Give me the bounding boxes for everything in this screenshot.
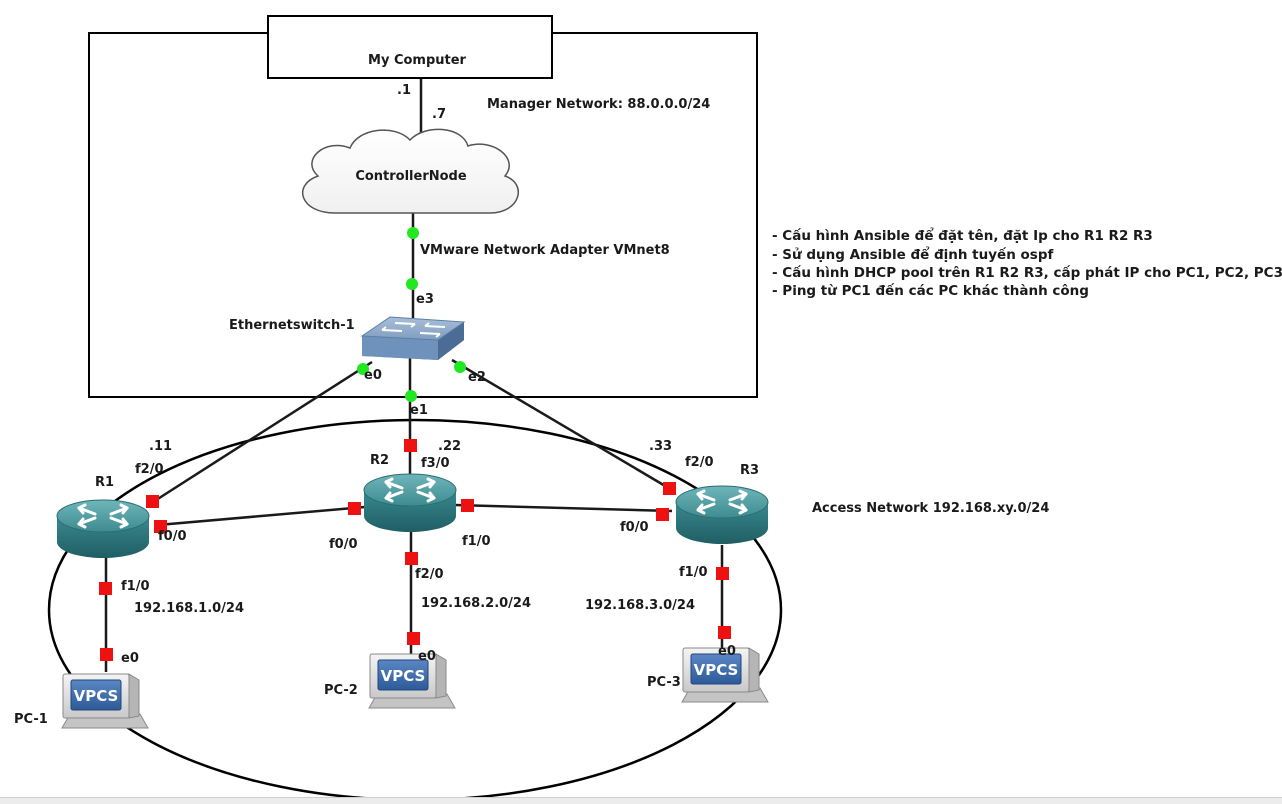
switch-label: Ethernetswitch-1: [229, 318, 355, 333]
pc-1[interactable]: VPCS: [61, 673, 149, 729]
sw-e0-label: e0: [364, 368, 382, 383]
port-r3-f0-0: [656, 508, 669, 521]
r2-f0-0-label: f0/0: [329, 537, 358, 552]
link-switch-r1: [152, 360, 373, 504]
port-sw-e3: [406, 278, 418, 290]
link-switch-r3: [451, 358, 673, 492]
r2-f3-0-label: f3/0: [421, 456, 450, 471]
r3-f2-0-label: f2/0: [685, 455, 714, 470]
my-computer-node[interactable]: [267, 15, 553, 79]
r1-f2-0-label: f2/0: [135, 462, 164, 477]
net1-label: 192.168.1.0/24: [134, 601, 244, 616]
pc2-e0-label: e0: [418, 649, 436, 664]
my-computer-label: My Computer: [368, 53, 467, 68]
port-sw-e2: [454, 361, 466, 373]
sw-e2-label: e2: [468, 370, 486, 385]
pc3-vpcs-text: VPCS: [694, 661, 739, 679]
controller-node[interactable]: [301, 128, 520, 214]
port-pc1-e0: [100, 648, 113, 661]
pc-2[interactable]: VPCS: [368, 653, 456, 709]
note-line: - Cấu hình Ansible để đặt tên, đặt Ip ch…: [772, 227, 1153, 244]
manager-network-label: Manager Network: 88.0.0.0/24: [487, 97, 710, 112]
ip-mycomputer: .1: [397, 83, 411, 98]
net2-label: 192.168.2.0/24: [421, 596, 531, 611]
r3-label: R3: [740, 463, 759, 478]
link-r2-r3: [454, 503, 673, 513]
ip-r1: .11: [149, 439, 172, 454]
net3-label: 192.168.3.0/24: [585, 598, 695, 613]
access-network-label: Access Network 192.168.xy.0/24: [812, 501, 1049, 516]
port-r1-f2-0: [146, 495, 159, 508]
sw-e1-label: e1: [410, 403, 428, 418]
router-r3[interactable]: [674, 484, 770, 546]
r1-f0-0-label: f0/0: [158, 529, 187, 544]
pc1-vpcs-text: VPCS: [74, 687, 119, 705]
port-r2-f2-0: [405, 552, 418, 565]
ports-down: [99, 439, 731, 661]
port-r3-f2-0: [663, 482, 676, 495]
r2-f2-0-label: f2/0: [415, 567, 444, 582]
ethernet-switch-1[interactable]: [360, 316, 466, 360]
sw-e3-label: e3: [416, 292, 434, 307]
pc2-label: PC-2: [324, 683, 358, 698]
router-r1[interactable]: [55, 498, 151, 560]
pc2-vpcs-text: VPCS: [381, 667, 426, 685]
port-sw-e0: [357, 363, 369, 375]
bottom-scroll-strip: [0, 797, 1282, 804]
pc3-label: PC-3: [647, 675, 681, 690]
port-sw-e1: [405, 390, 417, 402]
note-line: - Ping từ PC1 đến các PC khác thành công: [772, 282, 1089, 299]
cloud-icon: [301, 128, 520, 214]
note-line: - Cấu hình DHCP pool trên R1 R2 R3, cấp …: [772, 264, 1282, 281]
port-r1-f0-0: [154, 520, 167, 533]
ports-up: [357, 227, 466, 402]
port-r3-f1-0: [716, 567, 729, 580]
port-r2-f3-0: [404, 439, 417, 452]
note-line: - Sử dụng Ansible để định tuyến ospf: [772, 246, 1053, 263]
pc1-e0-label: e0: [121, 651, 139, 666]
port-pc3-e0: [718, 626, 731, 639]
port-vmnet-top: [407, 227, 419, 239]
port-r2-f0-0: [348, 502, 361, 515]
ip-r2: .22: [438, 439, 461, 454]
link-r1-r2: [157, 505, 366, 527]
r3-f0-0-label: f0/0: [620, 520, 649, 535]
r2-label: R2: [370, 453, 389, 468]
router-r2[interactable]: [362, 472, 458, 534]
controller-node-label: ControllerNode: [355, 169, 467, 184]
vmnet-label: VMware Network Adapter VMnet8: [420, 243, 670, 258]
r1-label: R1: [95, 475, 114, 490]
port-pc2-e0: [407, 632, 420, 645]
r2-f1-0-label: f1/0: [462, 534, 491, 549]
ip-controller: .7: [432, 107, 446, 122]
port-r1-f1-0: [99, 582, 112, 595]
r3-f1-0-label: f1/0: [679, 565, 708, 580]
r1-f1-0-label: f1/0: [121, 579, 150, 594]
port-r2-f1-0: [461, 499, 474, 512]
pc3-e0-label: e0: [718, 644, 736, 659]
task-notes: - Cấu hình Ansible để đặt tên, đặt Ip ch…: [772, 227, 1282, 299]
pc-3[interactable]: VPCS: [681, 647, 769, 703]
pc1-label: PC-1: [14, 712, 48, 727]
ip-r3: .33: [649, 439, 672, 454]
